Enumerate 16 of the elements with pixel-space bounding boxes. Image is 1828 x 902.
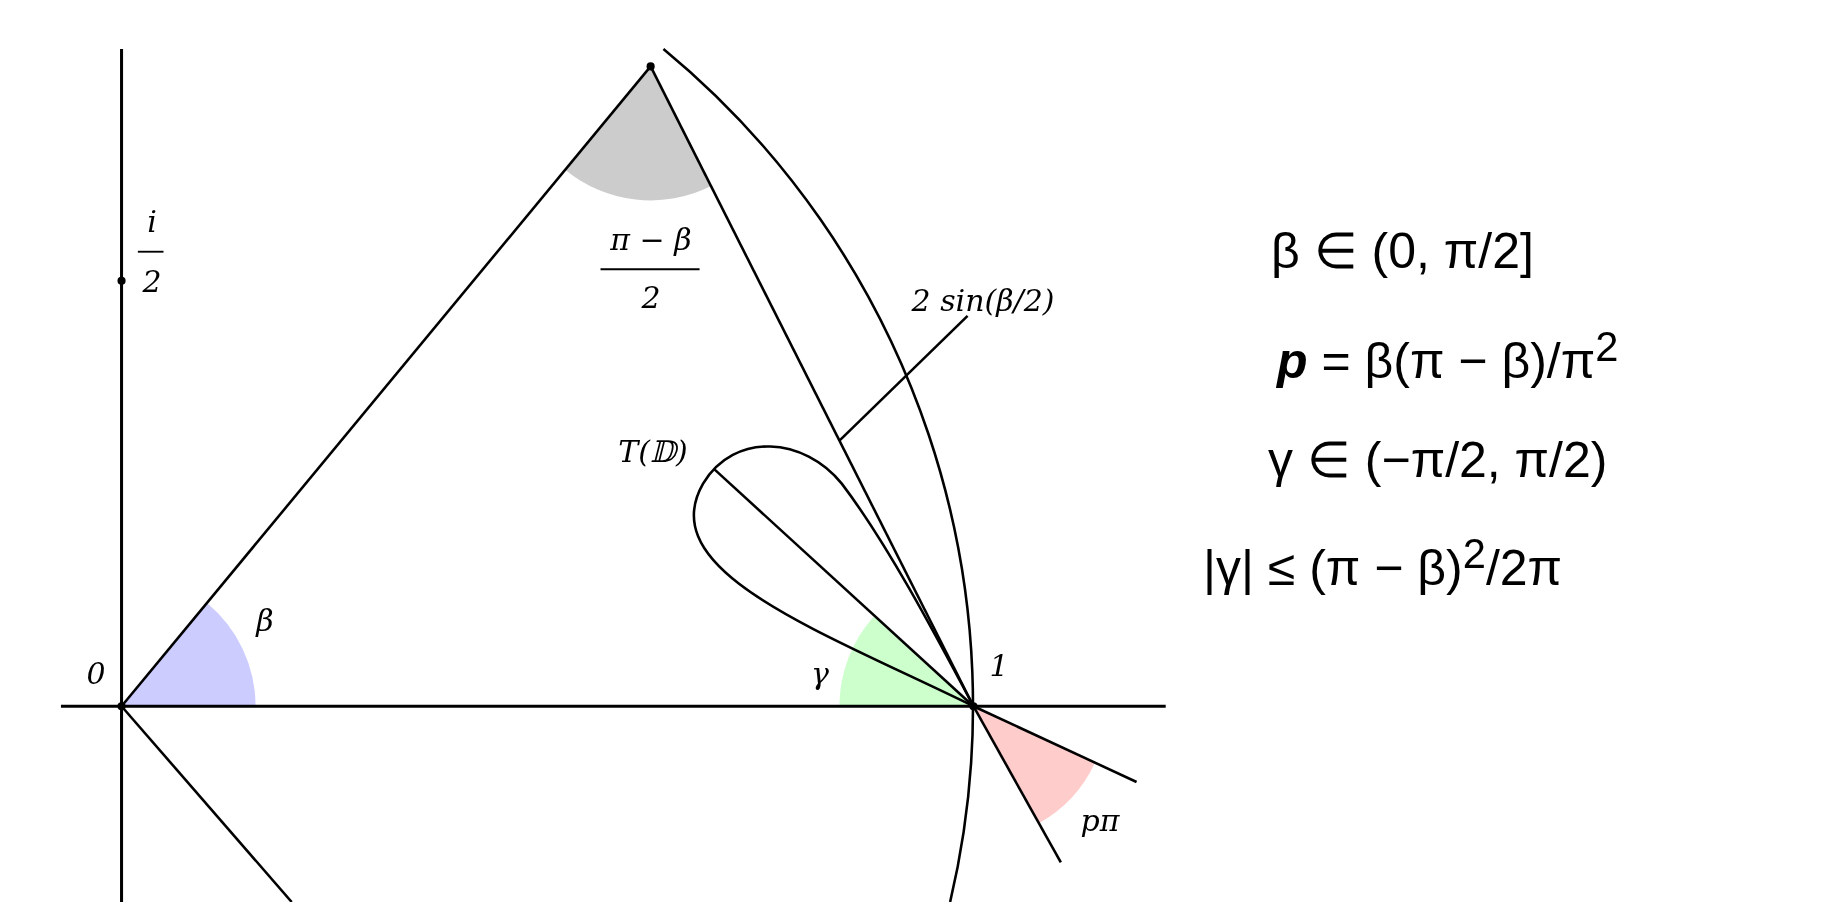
math-label: i [147, 207, 157, 237]
math-label: 2 [142, 267, 162, 297]
leader-line [838, 314, 969, 442]
formula: p = β(π − β)/π$^{2}$ [1277, 325, 1619, 387]
math-label: 2 [641, 283, 661, 313]
formula: |γ| ≤ (π − β)$^{2}$/2π [1203, 532, 1563, 594]
math-label: γ [811, 659, 829, 689]
length-label: 2 sin(β/2) [911, 286, 1055, 316]
math-label: pπ [1080, 806, 1120, 836]
math-label: 1 [989, 651, 1009, 681]
math-label: 0 [86, 659, 106, 689]
math-label: T(𝔻) [618, 437, 688, 467]
formula: β ∈ (0, π/2] [1271, 226, 1534, 276]
math-label: π − β [610, 225, 692, 255]
math-label: β [256, 606, 274, 636]
formula: γ ∈ (−π/2, π/2) [1268, 435, 1608, 485]
